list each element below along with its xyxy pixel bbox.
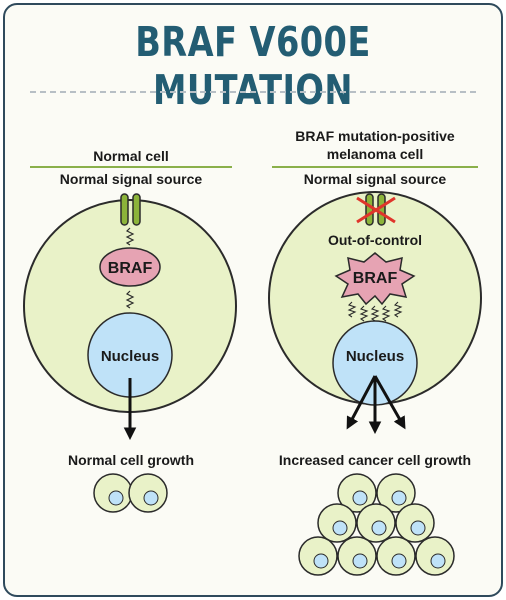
left-heading-rule [30,166,232,168]
cancer-cell-cluster [298,473,455,576]
left-braf-label: BRAF [108,260,153,277]
cancer-growth-arrows [346,375,406,435]
cancer-growth-label: Increased cancer cell growth [278,452,472,468]
mutant-cell-heading-line1: BRAF mutation-positive [295,128,455,144]
right-signal-label: Normal signal source [303,171,447,187]
normal-daughter-cells [93,473,168,513]
mutant-cell-heading-line2: melanoma cell [326,146,424,162]
right-nucleus-label: Nucleus [346,348,404,365]
page-title: BRAF V600E MUTATION [135,18,371,114]
left-signal-squiggle-bottom [125,290,135,309]
left-braf-protein [99,247,161,287]
normal-growth-label: Normal cell growth [67,452,195,468]
normal-cell-heading: Normal cell [93,148,169,164]
left-receptor-icon [120,193,141,226]
right-braf-label: BRAF [353,270,398,287]
right-signal-squiggles [347,301,403,322]
right-heading-rule [272,166,478,168]
title-divider [30,91,476,93]
blocked-cross-icon [356,196,396,224]
left-signal-squiggle-top [125,227,135,246]
right-braf-protein [334,252,416,306]
left-signal-label: Normal signal source [59,171,203,187]
out-of-control-label: Out-of-control [328,232,422,248]
left-nucleus-label: Nucleus [101,348,159,365]
